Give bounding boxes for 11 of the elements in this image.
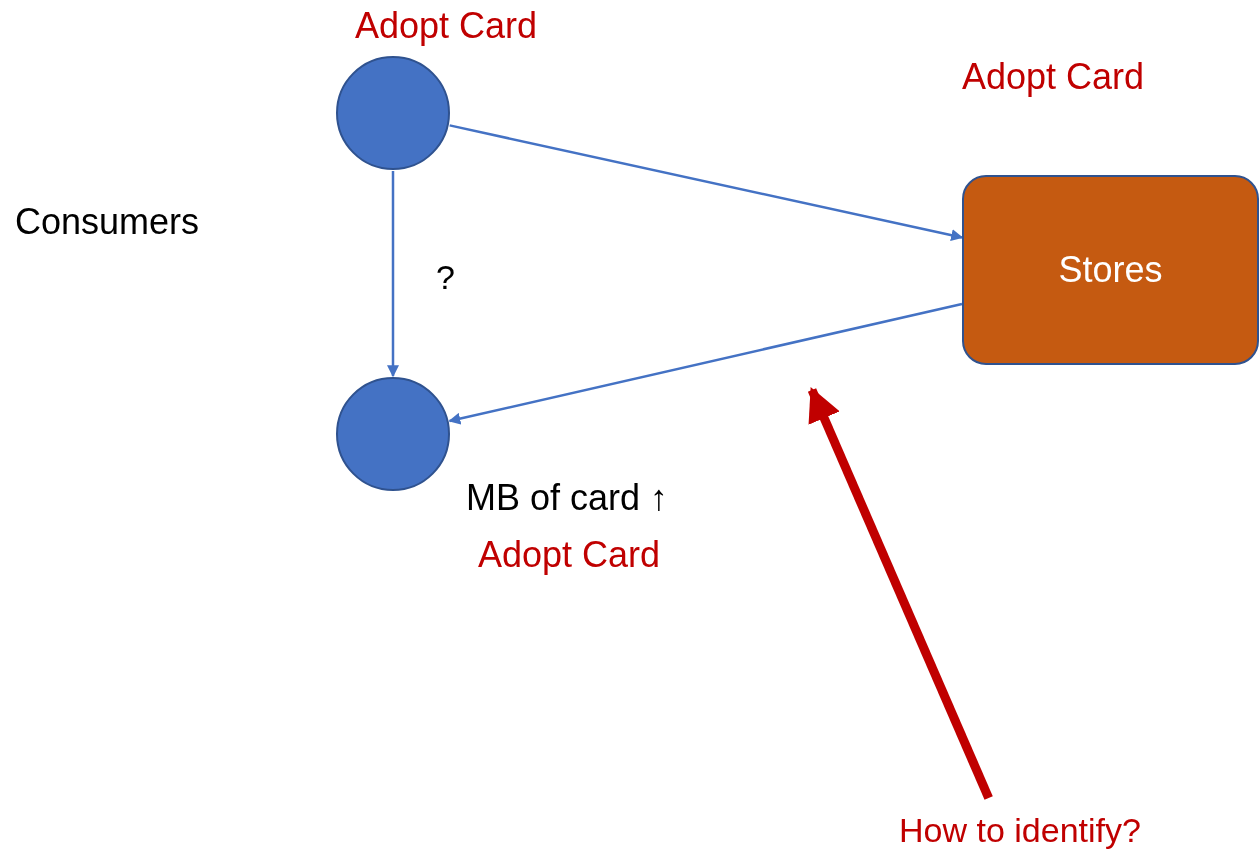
- arrow: [448, 302, 963, 425]
- thick-arrow: [807, 386, 993, 800]
- group-label: Consumers: [15, 201, 200, 243]
- node-caption: Adopt Card: [478, 534, 661, 576]
- node-caption: Adopt Card: [962, 56, 1145, 98]
- question-text: How to identify?: [850, 806, 1190, 854]
- node-caption: Adopt Card: [355, 5, 538, 47]
- arrow: [387, 171, 399, 378]
- node-caption: MB of card ↑: [466, 477, 669, 519]
- process-box: Stores: [962, 175, 1259, 365]
- arrow: [449, 124, 964, 242]
